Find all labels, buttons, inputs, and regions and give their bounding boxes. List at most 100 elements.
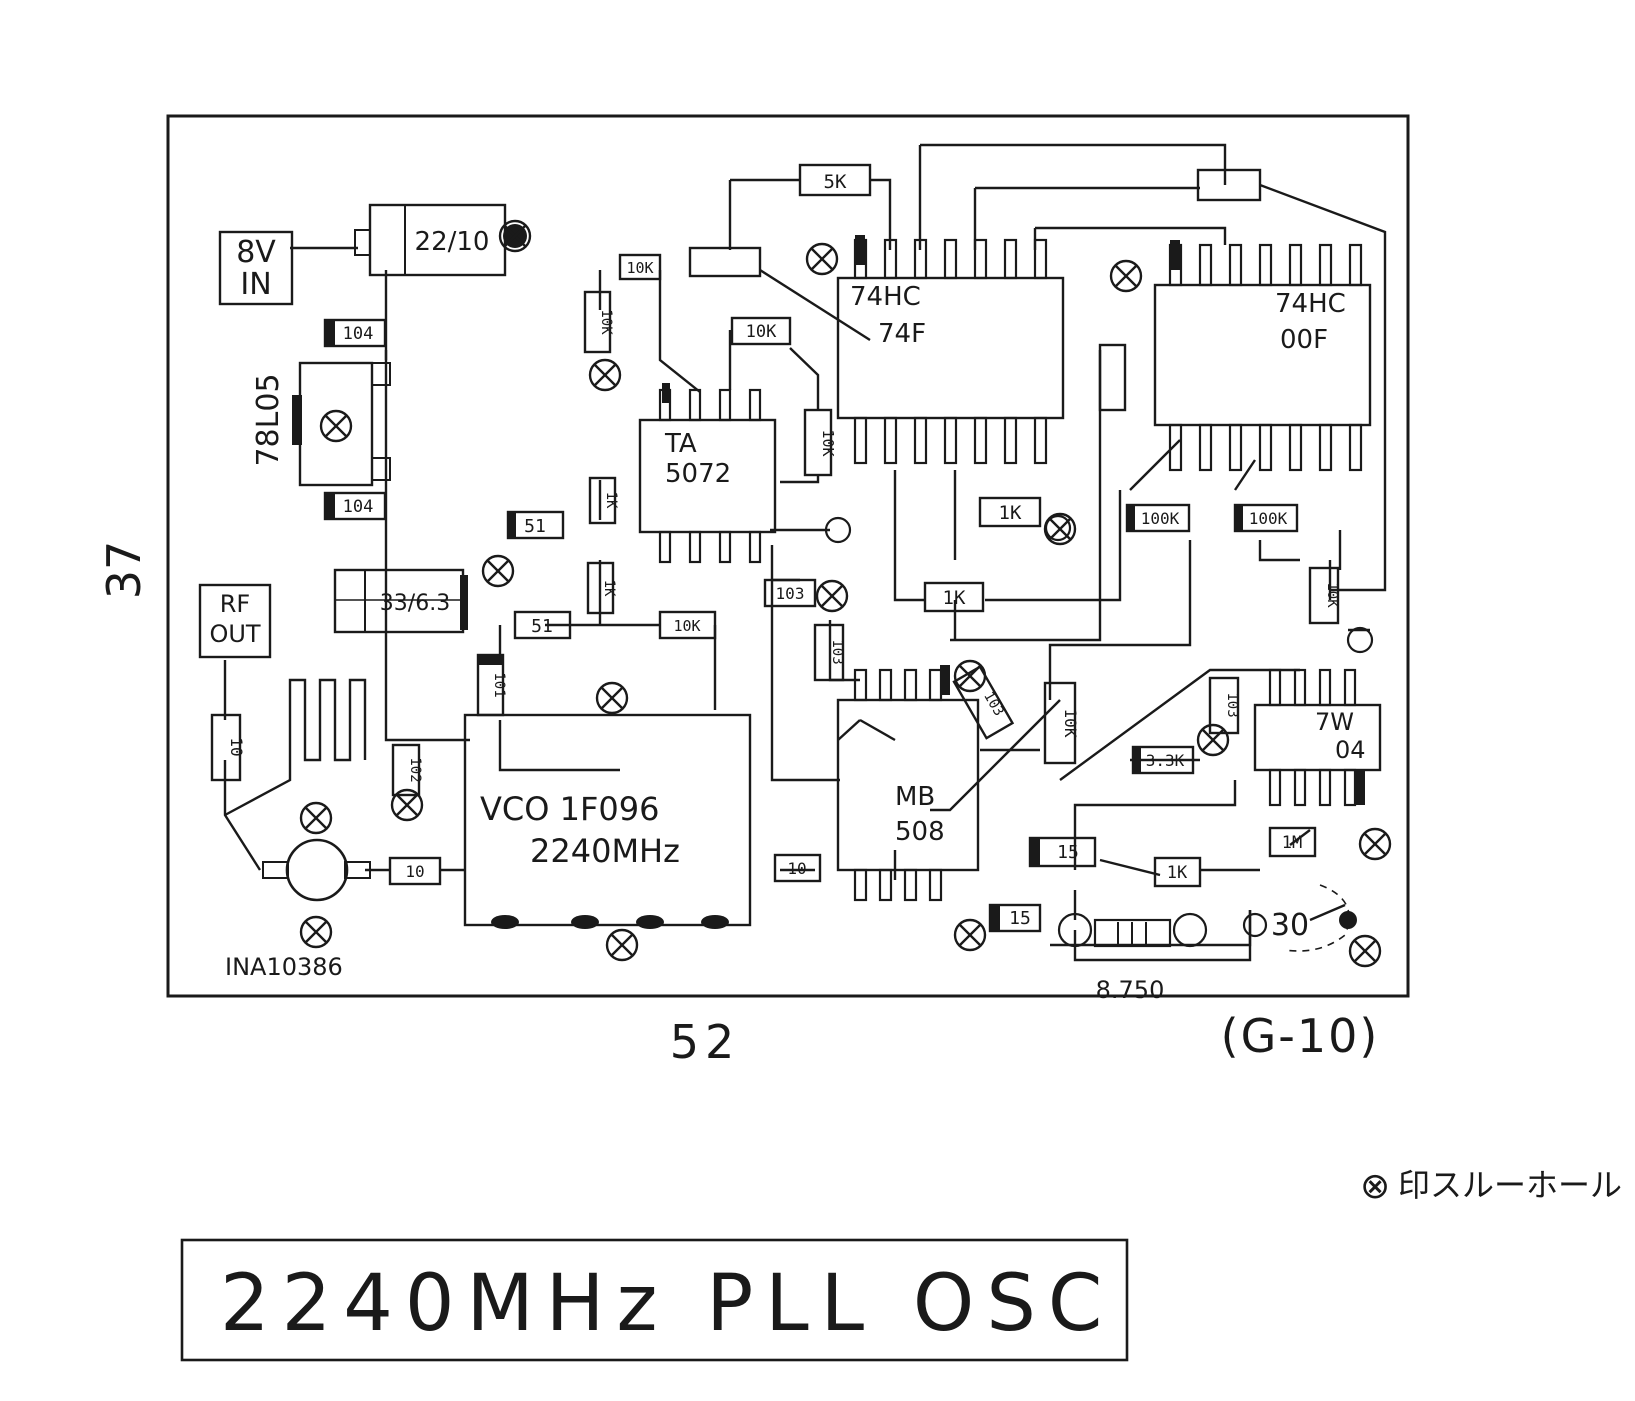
res-51-b [513,610,572,640]
res-1k-a-label: 1K [603,492,619,509]
crystal-label: 8.750 [1096,976,1165,1004]
via-marker [815,579,849,613]
res-10k-f [1308,566,1340,625]
cap-103-d-label: 103 [1224,692,1240,717]
res-1k-a [588,476,617,525]
res-1m-label: 1M [1282,833,1302,853]
via-marker [481,554,515,588]
res-1k-e [1153,856,1202,888]
cap-33-6-label: 33/6.3 [380,591,450,616]
res-1k-d-label: 1K [943,587,966,609]
res-10-b [388,856,442,886]
00f-label-1: 74HC [1275,289,1346,319]
res-10k-d-label: 10K [819,429,837,456]
74f-label-2: 74F [878,319,926,349]
via-marker [588,358,622,392]
res-10k-b-label: 10K [746,322,777,342]
trimmer-30-label: 30 [1271,908,1309,943]
amplifier-ina10386 [285,838,349,902]
cap-15-a-label: 15 [1057,842,1079,863]
res-top-right [1196,168,1262,202]
via-marker [1196,723,1230,757]
res-10-c-label: 10 [787,859,806,878]
res-5k [798,163,872,197]
cap-104-a-label: 104 [343,324,374,344]
res-1k-b [586,561,615,615]
via-marker [1109,259,1143,293]
cap-103-b-label: 103 [829,639,845,664]
res-100k-a-label: 100K [1141,509,1180,528]
rf-out-label-2: OUT [209,620,260,648]
cap-101-a-label: 101 [491,672,507,697]
rf-out-label-1: RF [220,590,250,618]
via-marker [299,915,333,949]
res-10k-a-label: 10K [626,259,653,277]
via-marker [1358,827,1392,861]
res-1k-b-label: 1K [601,580,617,597]
res-10k-d [803,408,833,477]
res-1k-c [978,496,1042,528]
vco-label-1: VCO 1F096 [480,790,659,828]
cap-104-b-label: 104 [343,497,374,517]
74f-label-1: 74HC [850,282,921,312]
res-10k-f-label: 10K [1324,582,1340,608]
chip-ta5072 [638,418,777,534]
cap-102-label: 102 [407,757,423,782]
board-code: (G-10) [1221,1009,1380,1063]
via-marker [1348,934,1382,968]
res-100k-b-label: 100K [1249,509,1288,528]
power-in-label-2: IN [240,267,271,302]
cap-103-c-label: 103 [980,689,1007,719]
via-marker [390,788,424,822]
via-markers [299,219,1392,968]
legend-symbol: ⊗ [1360,1166,1390,1207]
height-dimension: 37 [97,541,151,600]
via-marker [1043,512,1077,546]
trimmer-30 [1242,912,1268,938]
title-box [180,1238,1129,1362]
cap-103-c [952,665,1015,740]
mb508-label-1: MB [895,782,935,812]
crystal-8750 [1093,918,1172,948]
00f-label-2: 00F [1280,325,1328,355]
res-vertical-mid [1098,343,1127,412]
regulator-label: 78L05 [251,373,286,466]
res-10k-a [618,253,662,281]
res-1m [1268,826,1317,858]
7w04-label-2: 04 [1335,736,1366,764]
vco-label-2: 2240MHz [530,832,680,870]
via-marker [299,801,333,835]
res-10-b-label: 10 [405,862,424,881]
res-3-3k-label: 3.3K [1146,751,1185,770]
via-marker [605,928,639,962]
res-10k-e-label: 10K [673,617,700,635]
cap-15-b-label: 15 [1009,908,1031,929]
res-10k-e [658,610,717,640]
power-in-label-1: 8V [236,235,276,270]
res-1k-d [923,581,985,613]
cap-103-d [1208,676,1240,735]
res-10k-b [730,316,792,346]
cap-102 [391,743,421,797]
res-10k-c [583,290,612,354]
via-marker [595,681,629,715]
board-outline [166,114,1410,998]
res-10-a [210,713,242,782]
via-marker [805,242,839,276]
cap-22-10-label: 22/10 [415,227,490,257]
res-long [688,246,762,278]
7w04-label-1: 7W [1315,708,1354,736]
width-dimension: 52 [670,1015,741,1069]
via-marker [498,219,532,253]
res-51-a-label: 51 [524,516,546,537]
res-10k-c-label: 10K [598,309,614,335]
ta5072-label-2: 5072 [665,459,731,489]
vco-module [463,713,752,927]
cap-103-a [763,578,817,608]
via-marker [953,659,987,693]
amplifier-label: INA10386 [225,953,343,981]
power-in-box [218,230,294,306]
res-10k-g-label: 10K [1061,709,1080,738]
